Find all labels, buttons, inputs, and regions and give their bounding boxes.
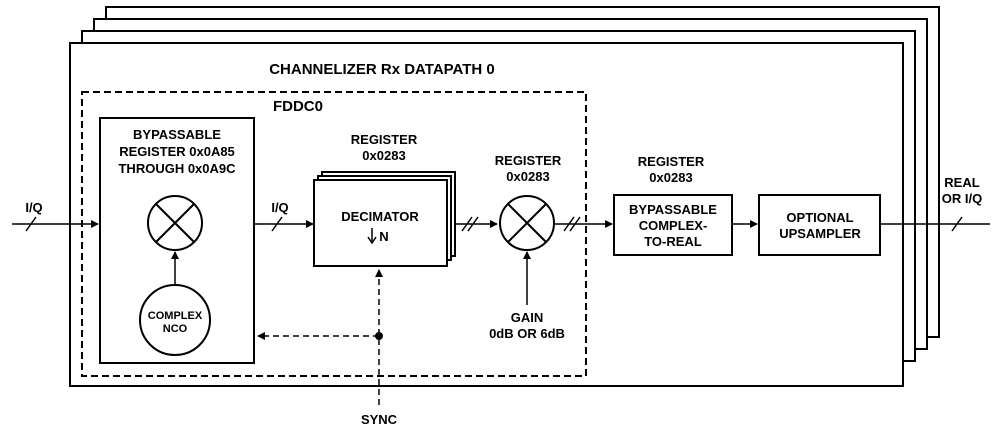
c2r-label-1: BYPASSABLE <box>629 202 717 217</box>
gain-label-2: 0dB OR 6dB <box>489 326 565 341</box>
decimator-bus-slash-2 <box>467 216 479 232</box>
complex-to-real-block <box>613 194 733 256</box>
nco-block-header-3: THROUGH 0x0A9C <box>118 161 236 176</box>
complex-nco-label-1: COMPLEX <box>148 310 203 322</box>
nco-block-header-1: BYPASSABLE <box>133 127 221 142</box>
mixer-register-1: REGISTER <box>495 153 562 168</box>
output-label-2: OR I/Q <box>942 191 982 206</box>
internal-iq-label: I/Q <box>271 200 288 215</box>
output-label-1: REAL <box>944 175 979 190</box>
upsampler-label-2: UPSAMPLER <box>779 226 861 241</box>
c2r-register-1: REGISTER <box>638 154 705 169</box>
decimator-register-2: 0x0283 <box>362 148 405 163</box>
decimator-register-1: REGISTER <box>351 132 418 147</box>
channelizer-title: CHANNELIZER Rx DATAPATH 0 <box>269 61 495 78</box>
nco-mixer-icon <box>147 195 203 251</box>
gain-mixer-icon <box>499 195 555 251</box>
upsampler-label-1: OPTIONAL <box>786 210 853 225</box>
input-label: I/Q <box>25 200 42 215</box>
fddc-dashed-box <box>81 91 587 377</box>
c2r-label-3: TO-REAL <box>644 234 702 249</box>
decimator-label: DECIMATOR <box>341 209 419 224</box>
fddc-label: FDDC0 <box>273 98 323 115</box>
c2r-register-2: 0x0283 <box>649 170 692 185</box>
decimator-block <box>313 179 448 267</box>
upsampler-block <box>758 194 881 256</box>
output-bus-slash <box>951 216 963 232</box>
down-arrow-icon <box>367 228 377 245</box>
c2r-label-2: COMPLEX- <box>639 218 708 233</box>
input-bus-slash <box>25 216 37 232</box>
gain-label-1: GAIN <box>511 310 544 325</box>
internal-bus-slash <box>271 216 283 232</box>
mixer-bus-slash-1 <box>563 216 575 232</box>
complex-nco-label-2: NCO <box>163 323 188 335</box>
nco-block-header-2: REGISTER 0x0A85 <box>119 144 235 159</box>
mixer-bus-slash-2 <box>569 216 581 232</box>
decimation-factor: N <box>379 229 388 244</box>
sync-label: SYNC <box>361 412 398 427</box>
decimator-bus-slash-1 <box>461 216 473 232</box>
sync-junction-dot <box>375 332 383 340</box>
mixer-register-2: 0x0283 <box>506 169 549 184</box>
